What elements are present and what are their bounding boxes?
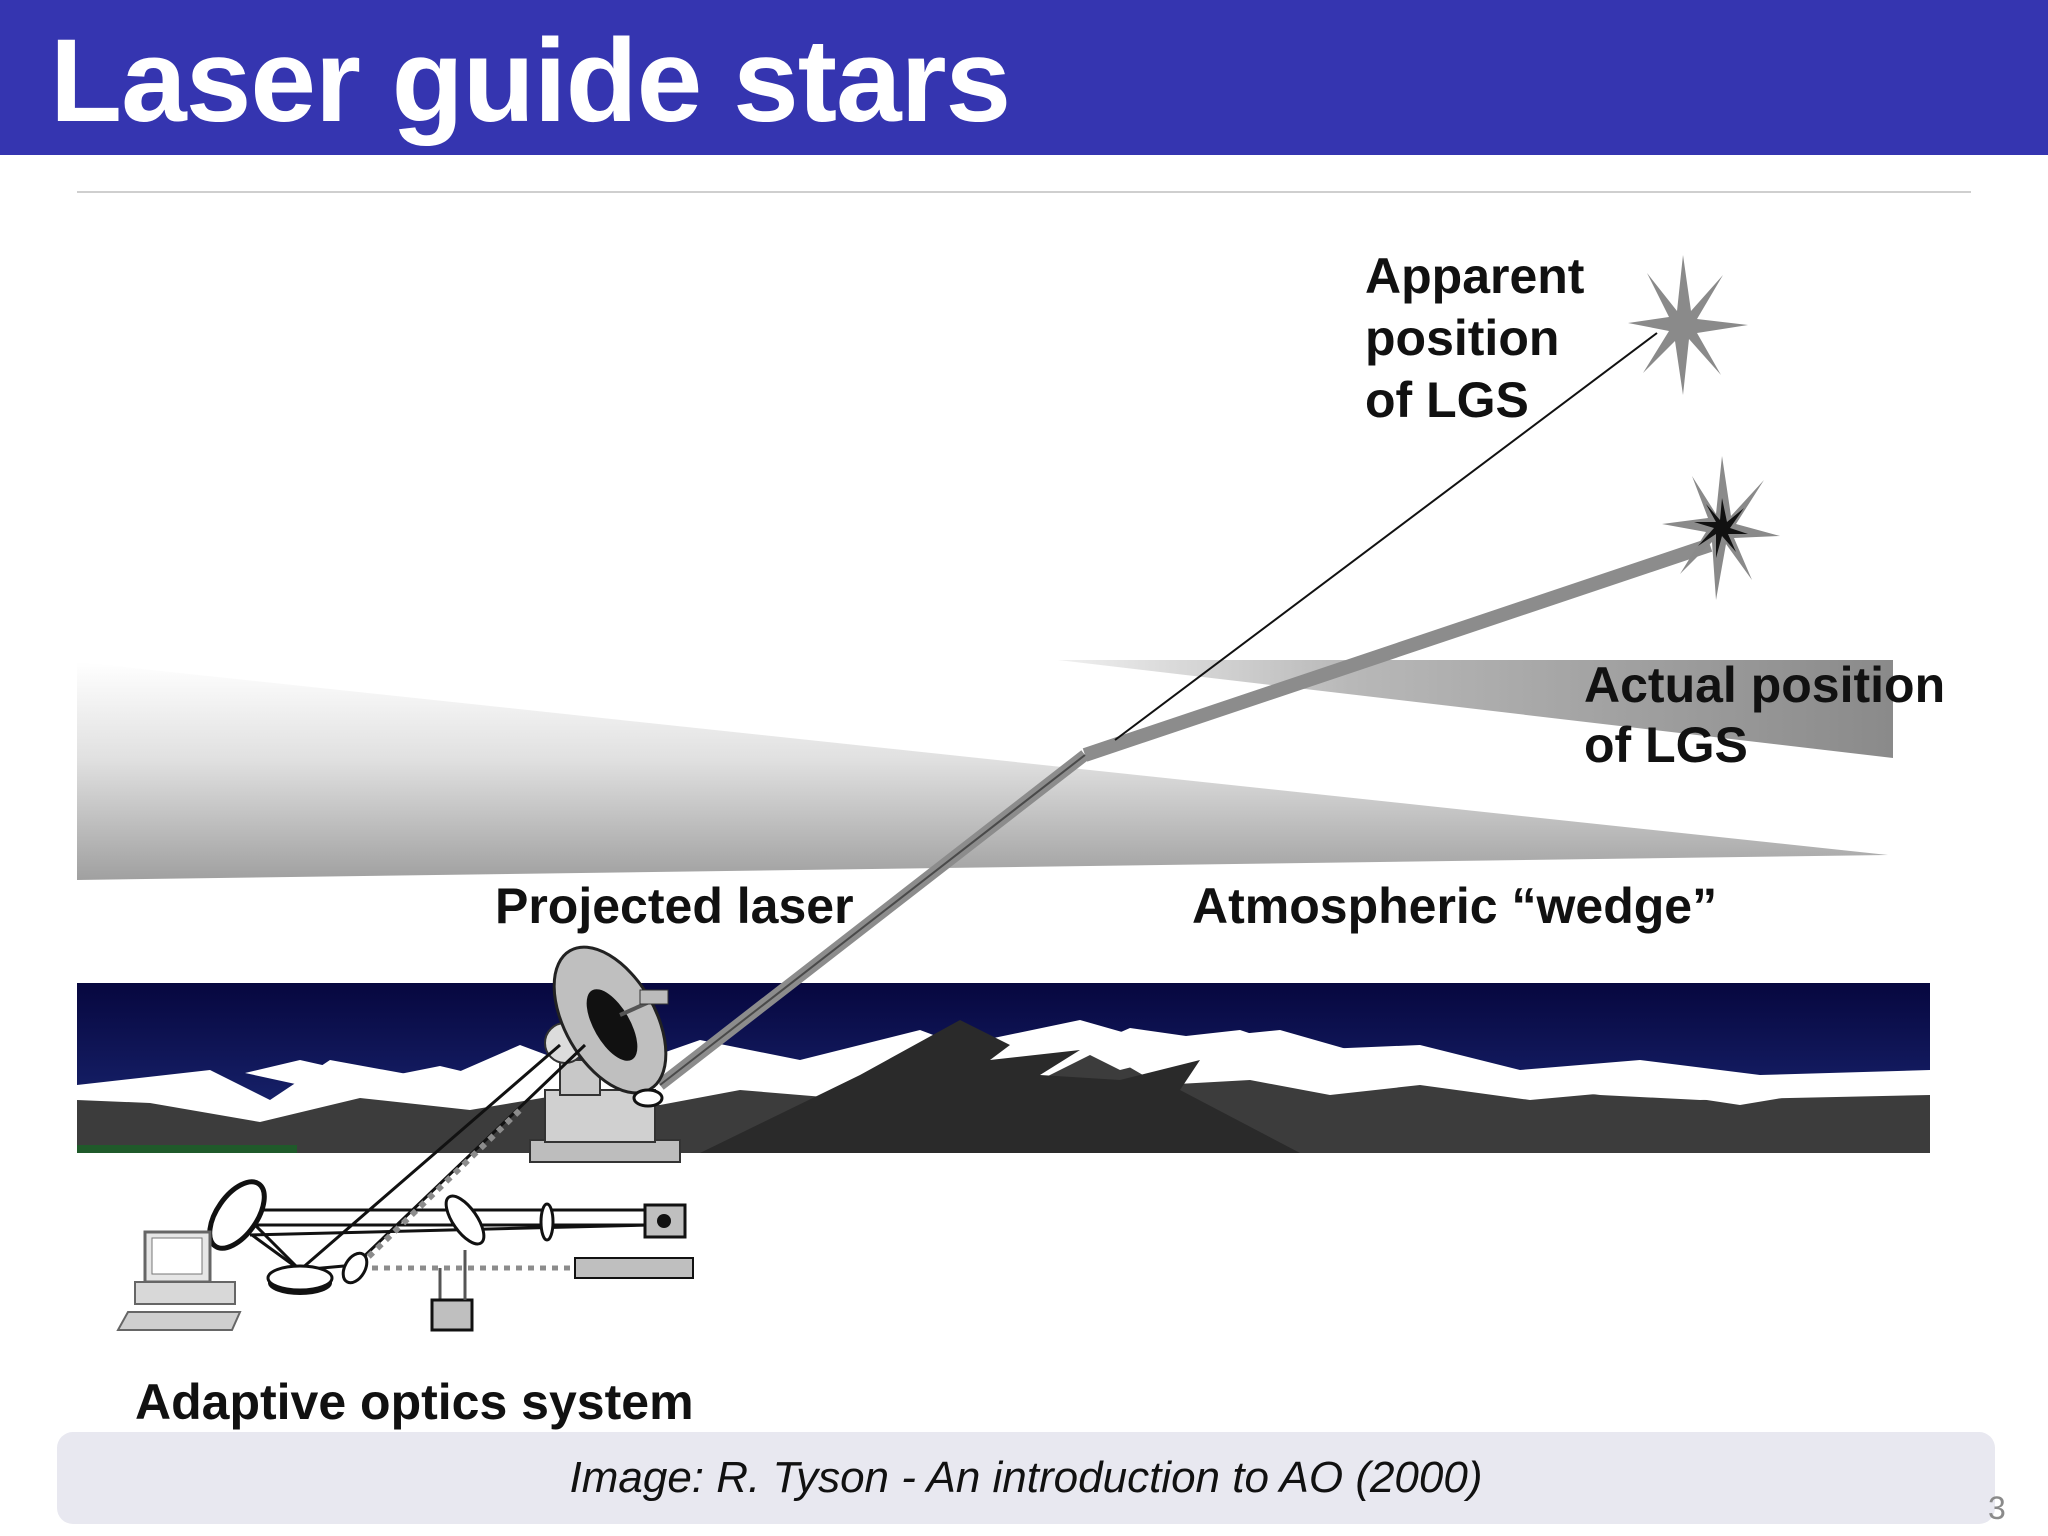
projected-laser-label: Projected laser bbox=[495, 878, 854, 934]
deformable-mirror-icon bbox=[207, 1179, 267, 1251]
apparent-star-icon bbox=[1628, 255, 1748, 395]
detector-icon bbox=[430, 1298, 474, 1332]
atmospheric-wedge bbox=[77, 662, 1888, 880]
snow-highlights bbox=[1080, 1028, 1350, 1070]
slide-title: Laser guide stars bbox=[50, 15, 1011, 147]
image-credit-caption: Image: R. Tyson - An introduction to AO … bbox=[569, 1453, 1483, 1502]
atmospheric-wedge-label: Atmospheric “wedge” bbox=[1192, 878, 1718, 934]
actual-star-icon bbox=[1662, 456, 1780, 600]
computer-icon bbox=[116, 1230, 242, 1331]
upper-atmospheric-wedge bbox=[1058, 660, 1893, 758]
page-number: 3 bbox=[1988, 1490, 2006, 1526]
title-bar: Laser guide stars bbox=[0, 0, 2048, 155]
apparent-sightline bbox=[1114, 332, 1658, 741]
title-divider bbox=[77, 191, 1971, 193]
tip-tilt-mirror-icon bbox=[266, 1264, 334, 1295]
telescope-icon bbox=[529, 945, 681, 1163]
actual-position-label: Actual position of LGS bbox=[1584, 657, 1946, 773]
beam-splitter-icon bbox=[444, 1194, 486, 1246]
dotted-laser-feed bbox=[357, 1107, 523, 1268]
adaptive-optics-label: Adaptive optics system bbox=[135, 1374, 694, 1430]
wavefront-sensor-icon bbox=[643, 1203, 687, 1239]
caption-box: Image: R. Tyson - An introduction to AO … bbox=[57, 1432, 1995, 1524]
science-camera-icon bbox=[574, 1257, 694, 1279]
dark-peaks bbox=[700, 1020, 1300, 1153]
apparent-position-label: Apparent position of LGS bbox=[1365, 248, 1585, 428]
